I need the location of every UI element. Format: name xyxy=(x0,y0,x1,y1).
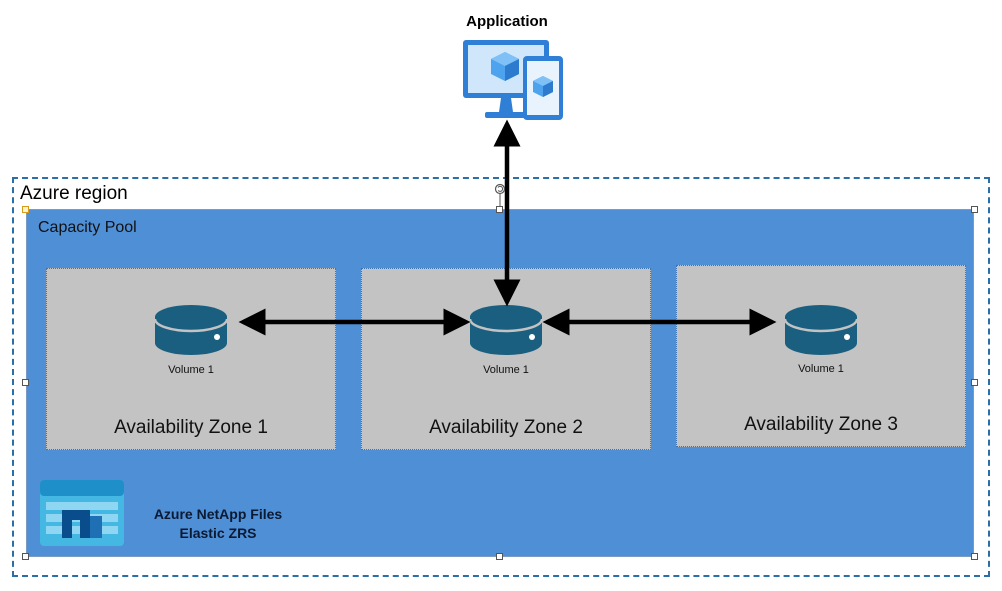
application-label: Application xyxy=(466,13,548,30)
product-name: Azure NetApp Files xyxy=(153,506,283,522)
application-icon xyxy=(463,40,563,120)
availability-zone-label: Availability Zone 2 xyxy=(429,417,583,438)
selection-handle[interactable] xyxy=(971,379,978,386)
database-disk-icon xyxy=(470,305,542,355)
availability-zone-label: Availability Zone 1 xyxy=(114,417,268,438)
rotate-handle-icon[interactable] xyxy=(494,183,506,207)
product-label: Azure NetApp Files Elastic ZRS xyxy=(132,505,304,543)
volume-label: Volume 1 xyxy=(168,364,214,376)
selection-handle[interactable] xyxy=(496,206,503,213)
selection-handle[interactable] xyxy=(22,206,29,213)
availability-zone-1[interactable]: Volume 1 Availability Zone 1 xyxy=(46,268,336,450)
selection-handle[interactable] xyxy=(496,553,503,560)
availability-zone-label: Availability Zone 3 xyxy=(744,414,898,435)
availability-zone-3[interactable]: Volume 1 Availability Zone 3 xyxy=(676,265,966,447)
selection-handle[interactable] xyxy=(971,206,978,213)
product-variant: Elastic ZRS xyxy=(179,525,257,541)
capacity-pool-label: Capacity Pool xyxy=(38,219,137,236)
volume-label: Volume 1 xyxy=(798,363,844,375)
azure-region-label: Azure region xyxy=(20,183,128,204)
database-disk-icon xyxy=(155,305,227,355)
azure-netapp-files-icon xyxy=(40,480,124,546)
selection-handle[interactable] xyxy=(22,553,29,560)
volume-label: Volume 1 xyxy=(483,364,529,376)
selection-handle[interactable] xyxy=(971,553,978,560)
selection-handle[interactable] xyxy=(22,379,29,386)
database-disk-icon xyxy=(785,305,857,355)
availability-zone-2[interactable]: Volume 1 Availability Zone 2 xyxy=(361,268,651,450)
